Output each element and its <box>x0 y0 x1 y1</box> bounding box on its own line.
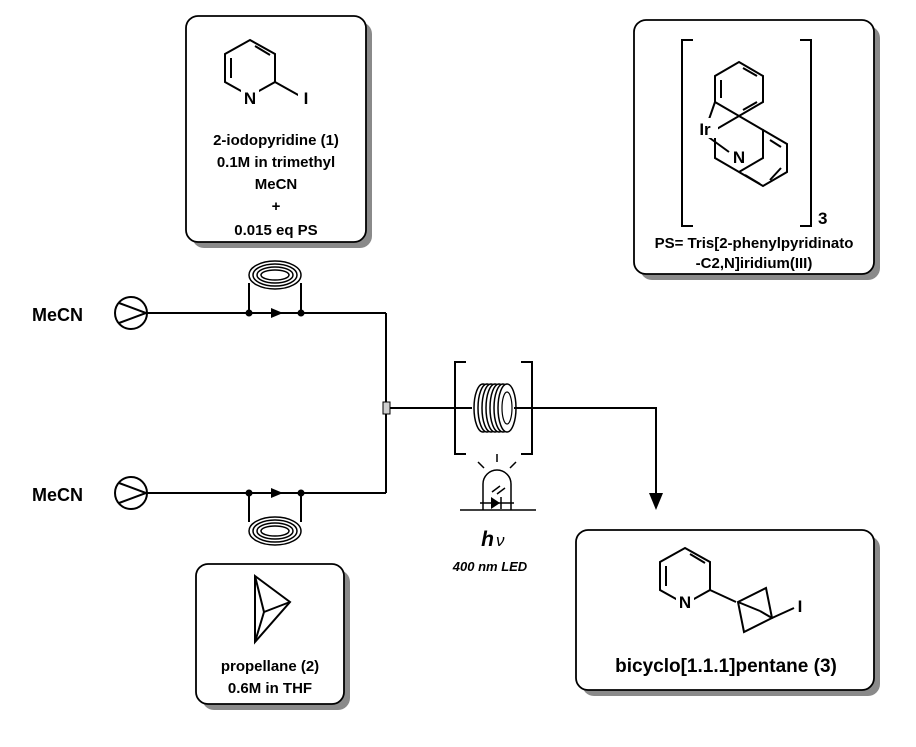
light-symbol-h: h <box>481 528 494 551</box>
propellane-structure <box>254 574 292 645</box>
iridium-complex-structure: Ir N 3 <box>681 39 827 228</box>
top-feed: MeCN <box>32 260 387 404</box>
reagent-solvent: MeCN <box>255 176 298 193</box>
atom-n: N <box>733 148 745 167</box>
propellane-box: propellane (2) 0.6M in THF <box>195 563 350 710</box>
bottom-pump-icon <box>114 476 149 510</box>
atom-i: I <box>798 597 803 616</box>
propellane-name: propellane (2) <box>221 658 319 675</box>
light-symbol-nu: ν <box>496 531 505 550</box>
atom-ir: Ir <box>699 120 711 139</box>
catalyst-name-line1: PS= Tris[2-phenylpyridinato <box>655 235 854 252</box>
bottom-pump-label: MeCN <box>32 485 83 505</box>
bottom-sample-loop-icon <box>245 488 305 546</box>
reagent-concentration: 0.1M in trimethyl <box>217 154 335 171</box>
photoreactor-coil-icon <box>454 361 533 455</box>
catalyst-name-line2: -C2,N]iridium(III) <box>696 255 813 272</box>
iodopyridine-structure: N I <box>224 38 310 108</box>
atom-n: N <box>679 593 691 612</box>
product-structure: N I <box>659 546 803 634</box>
reagent-catalyst-loading: 0.015 eq PS <box>234 222 317 239</box>
top-pump-label: MeCN <box>32 305 83 325</box>
product-box: N I bicyclo[1.1.1]pentane (3) <box>575 529 880 696</box>
atom-i: I <box>304 89 309 108</box>
product-name: bicyclo[1.1.1]pentane (3) <box>615 656 837 677</box>
light-caption: 400 nm LED <box>452 559 528 574</box>
reagent-name: 2-iodopyridine (1) <box>213 132 339 149</box>
reagent-box: N I 2-iodopyridine (1) 0.1M in trimethyl… <box>185 15 372 248</box>
led-light-icon <box>460 454 536 511</box>
catalyst-box: Ir N 3 PS= Tris[2-phenylpyridinato -C2,N… <box>633 19 880 280</box>
bracket-subscript: 3 <box>818 209 827 228</box>
reagent-plus: + <box>272 198 281 215</box>
top-sample-loop-icon <box>245 260 305 318</box>
bottom-feed: MeCN <box>32 412 387 546</box>
t-mixer-icon <box>382 401 391 415</box>
top-pump-icon <box>114 296 149 330</box>
propellane-concentration: 0.6M in THF <box>228 680 312 697</box>
atom-n: N <box>244 89 256 108</box>
outlet-arrow-icon <box>649 493 663 510</box>
